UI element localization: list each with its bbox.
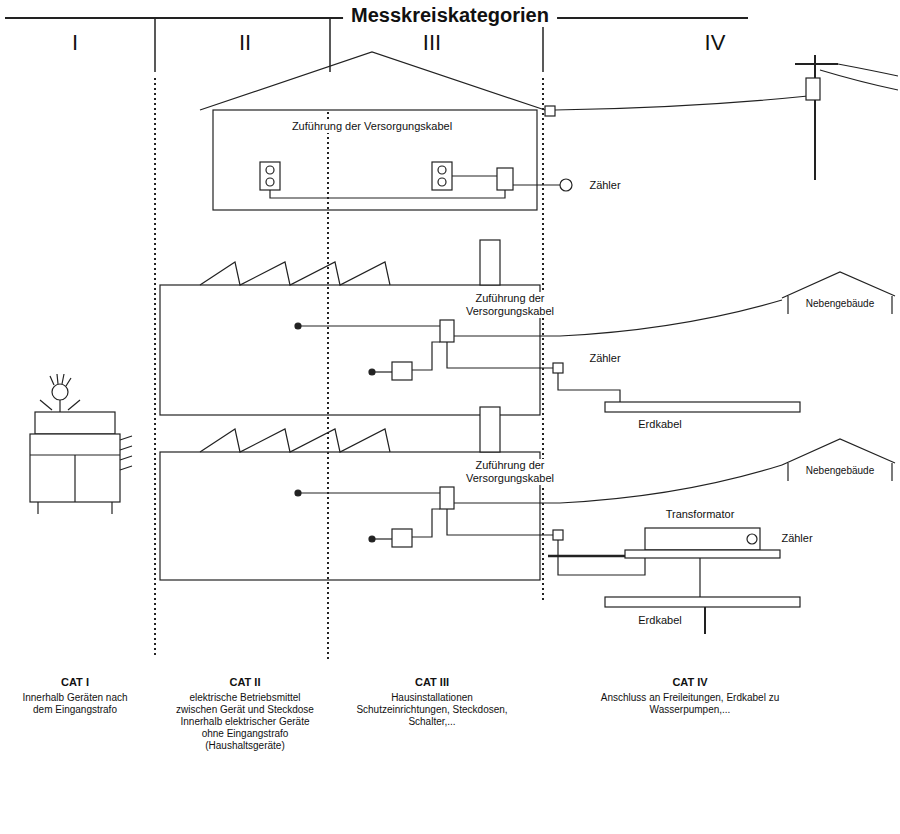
house-one — [200, 52, 898, 210]
outbuilding-wall — [787, 296, 788, 314]
transformer-box — [645, 528, 760, 550]
wire — [412, 509, 440, 537]
ground-cable — [704, 607, 706, 634]
dotted-boundary — [542, 78, 544, 600]
meter-symbol — [553, 363, 563, 373]
supply-label: Zuführung der Versorgungskabel — [272, 120, 472, 133]
meter-label: Zähler — [580, 179, 630, 192]
wire — [372, 538, 392, 539]
category-numeral: II — [225, 30, 265, 56]
meter-symbol — [747, 534, 757, 544]
transformer-base — [625, 550, 780, 558]
wire — [270, 190, 505, 198]
category-boundary — [155, 78, 543, 660]
appliance-box — [392, 362, 412, 380]
supply-label: Zuführung der Versorgungskabel — [460, 292, 560, 318]
distribution-box — [440, 320, 454, 342]
cable-label: Erdkabel — [625, 614, 695, 627]
socket-symbol — [260, 162, 280, 190]
distribution-box — [497, 168, 513, 190]
category-description: elektrische Betriebsmittel zwischen Gerä… — [170, 692, 320, 752]
column-separator — [329, 18, 331, 72]
overhead-line — [555, 96, 808, 110]
outbuilding-wall — [891, 463, 892, 481]
person-hair — [50, 374, 71, 386]
meter-symbol — [560, 179, 572, 191]
ground-cable — [558, 373, 620, 402]
category-numeral: IV — [690, 30, 740, 56]
copier-door — [74, 455, 75, 502]
solar-panels — [200, 262, 390, 285]
outbuilding-roof — [782, 272, 895, 298]
supply-label: Zuführung der Versorgungskabel — [460, 459, 560, 485]
copier-illustration — [30, 374, 132, 514]
house-wall — [213, 110, 537, 210]
distribution-box — [440, 487, 454, 509]
house-two — [160, 240, 895, 415]
ground-cable-bar — [605, 597, 800, 607]
outbuilding-wall — [787, 463, 788, 481]
category-heading: CAT I — [25, 676, 125, 689]
cable-label: Erdkabel — [625, 418, 695, 431]
category-description: Anschluss an Freileitungen, Erdkabel zu … — [560, 692, 820, 716]
outbuilding-label: Nebengebäude — [795, 465, 885, 477]
person-arm — [40, 400, 52, 410]
meter-label: Zähler — [772, 532, 822, 545]
diagram-title: Messkreiskategorien — [343, 4, 557, 27]
copier-leg — [37, 502, 38, 514]
copier-top — [35, 412, 115, 434]
category-heading: CAT III — [382, 676, 482, 689]
wire — [412, 342, 440, 370]
wire — [447, 509, 553, 535]
wire — [447, 342, 553, 368]
copier-body — [30, 434, 120, 502]
category-numeral: III — [407, 30, 457, 56]
transformer-label: Transformator — [650, 508, 750, 521]
outbuilding-wall — [891, 296, 892, 314]
person-head — [52, 384, 68, 400]
dotted-boundary — [154, 78, 156, 655]
pole-crossarm — [795, 63, 838, 65]
category-description: Innerhalb Geräten nach dem Eingangstrafo — [15, 692, 135, 716]
ground-cable — [699, 558, 700, 597]
wire — [298, 325, 440, 326]
wire — [372, 371, 392, 372]
socket-hole — [266, 166, 274, 174]
service-entrance — [545, 106, 555, 116]
dotted-boundary — [327, 112, 329, 660]
house-three — [160, 407, 895, 634]
meter-symbol — [553, 530, 563, 540]
socket-hole — [438, 178, 446, 186]
socket-symbol — [432, 162, 452, 190]
paper-trays — [120, 436, 132, 470]
overhead-line — [838, 64, 898, 76]
chimney — [480, 240, 500, 285]
wire — [452, 175, 497, 176]
category-heading: CAT IV — [640, 676, 740, 689]
outbuilding-label: Nebengebäude — [795, 298, 885, 310]
supply-cable — [548, 555, 625, 558]
column-separator — [154, 18, 156, 72]
person-arm — [68, 400, 80, 410]
pole-transformer — [806, 78, 820, 100]
meter-label: Zähler — [580, 352, 630, 365]
house-roof — [200, 52, 545, 110]
outbuilding-roof — [782, 439, 895, 465]
socket-hole — [438, 166, 446, 174]
overhead-line — [820, 70, 898, 90]
socket-hole — [266, 178, 274, 186]
category-numeral: I — [55, 30, 95, 56]
category-description: Hausinstallationen Schutzeinrichtungen, … — [347, 692, 517, 728]
wire — [513, 184, 560, 185]
wire — [298, 492, 440, 493]
category-heading: CAT II — [195, 676, 295, 689]
chimney — [480, 407, 500, 452]
solar-panels — [200, 429, 390, 452]
utility-pole — [814, 55, 816, 180]
appliance-box — [392, 529, 412, 547]
copier-leg — [111, 502, 112, 514]
ground-cable-bar — [605, 402, 800, 412]
